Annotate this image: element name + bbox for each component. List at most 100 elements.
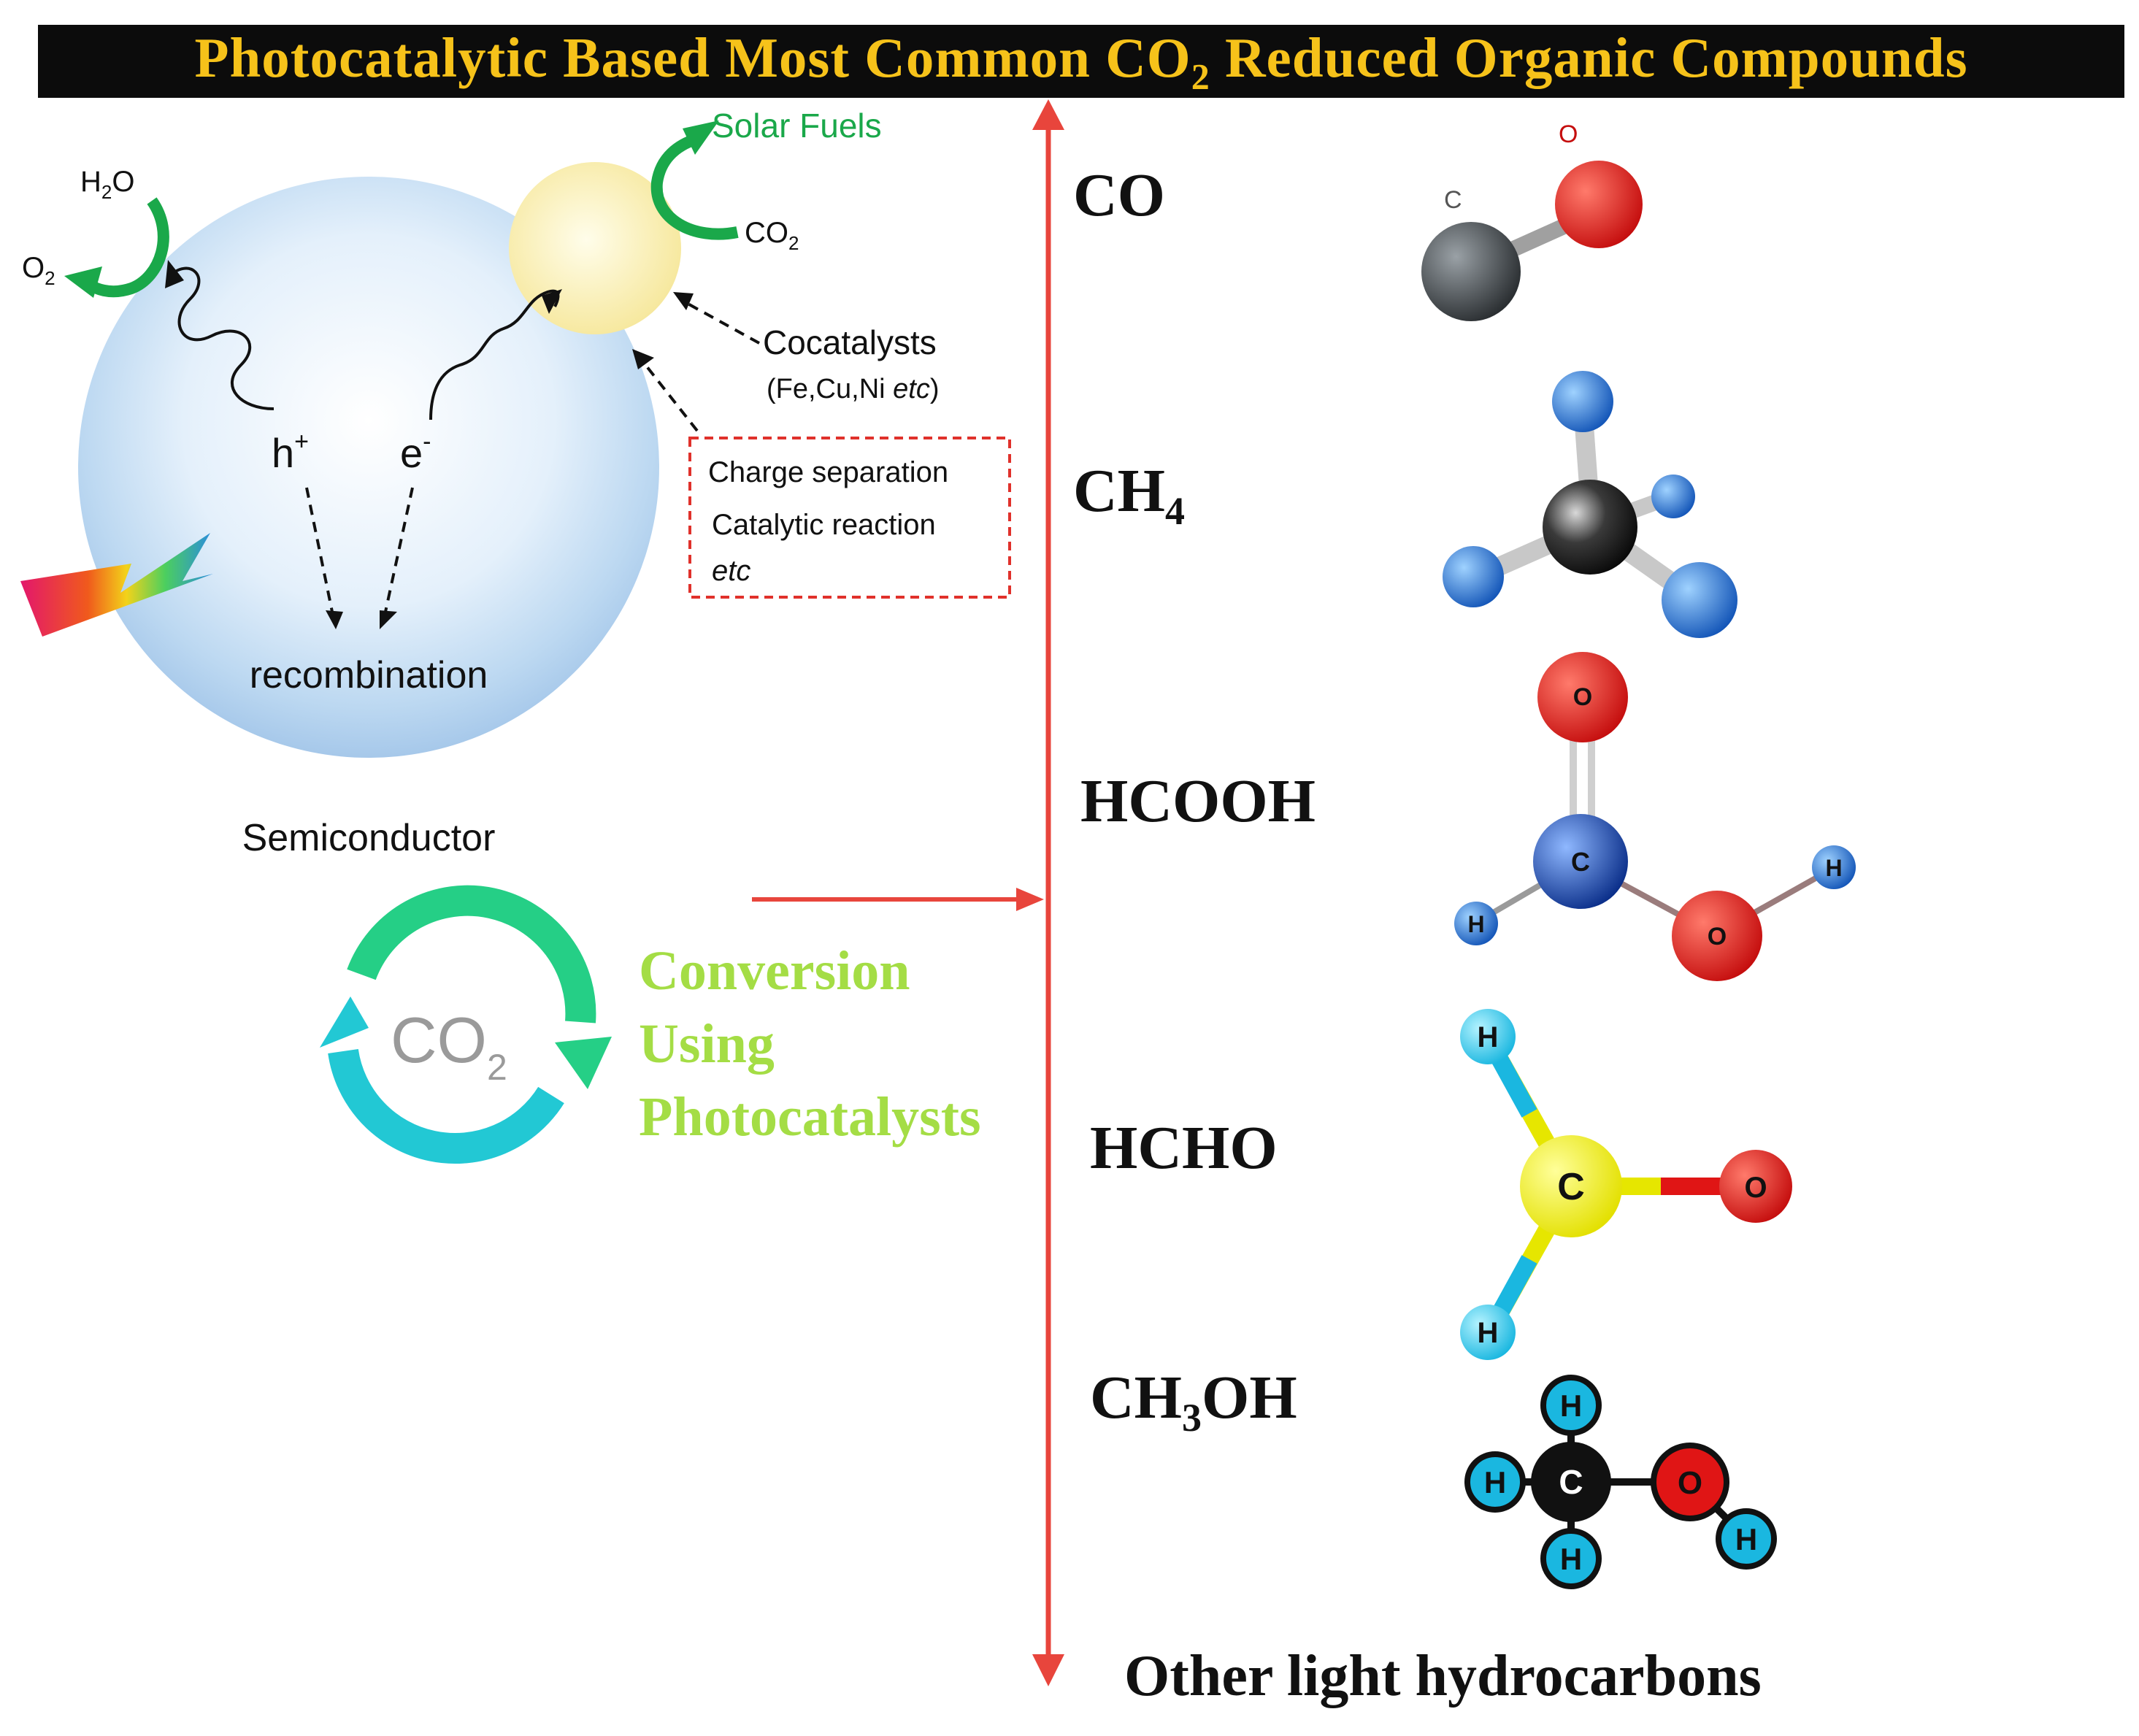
cocatalysts-label: Cocatalysts [763, 323, 937, 361]
ch3oh-bottom-hydrogen-atom [1540, 1528, 1602, 1589]
cycle-cyan-arrowhead-icon [320, 996, 369, 1048]
ch3oh-hydroxyl-hydrogen-label: H [1735, 1522, 1757, 1556]
hcho-bottom-hydrogen-label: H [1478, 1317, 1499, 1349]
product-hcho: HCHO [1090, 1114, 1278, 1182]
electron-recombination-arrowhead-icon [380, 610, 397, 629]
oxidation-arrow-icon [82, 197, 169, 298]
solar-fuels-label: Solar Fuels [712, 107, 882, 145]
ch3oh-top-hydrogen-label: H [1560, 1389, 1582, 1423]
title-text: Photocatalytic Based Most Common CO2 Red… [194, 26, 1968, 97]
ch3oh-top-hydrogen-atom [1540, 1375, 1602, 1436]
cycle-caption-line-2: Using [639, 1013, 775, 1075]
ch3oh-oxygen-label: O [1678, 1465, 1702, 1501]
cycle-green-arc [347, 885, 596, 1023]
ch4-hydrogen-atom-lower-right [1662, 562, 1737, 638]
ch3oh-left-hydrogen-label: H [1484, 1465, 1506, 1499]
co2-cycle: CO2 Conversion Using Photocatalysts [320, 885, 981, 1164]
box-pointer-line [640, 358, 699, 432]
molecule-ch4 [1443, 371, 1737, 638]
ch4-hydrogen-atom-top [1552, 371, 1613, 432]
ch3oh-carbon-label: C [1559, 1463, 1583, 1501]
electron-label: e- [400, 428, 431, 476]
product-ch3oh: CH3OH [1090, 1364, 1297, 1440]
co2-input-label: CO2 [745, 217, 799, 254]
hole-recombination-arrow [305, 487, 334, 612]
h2o-label: H2O [80, 166, 134, 203]
hole-wavy-path [166, 266, 274, 410]
light-bolt-icon [20, 533, 213, 637]
ch3oh-bottom-hydrogen-label: H [1560, 1542, 1582, 1576]
hcooh-hydroxyl-oxygen-label: O [1708, 923, 1727, 950]
hcho-carbon-label: C [1557, 1166, 1585, 1208]
hole-path-arrowhead-icon [165, 260, 184, 288]
hcooh-carbon-label: C [1571, 847, 1590, 877]
hcooh-left-hydrogen-atom [1454, 902, 1498, 945]
hcooh-top-oxygen-label: O [1573, 683, 1592, 711]
o2-label: O2 [22, 252, 55, 289]
co-oxygen-atom [1555, 161, 1643, 248]
product-labels: CO CH4 HCOOH HCHO CH3OH Other light hydr… [1073, 161, 1762, 1708]
oxidation-arrowhead-icon [64, 266, 102, 298]
axis [752, 99, 1064, 1686]
cycle-green-arrowhead-icon [555, 1037, 612, 1089]
ch3oh-hydroxyl-hydrogen-atom [1716, 1508, 1777, 1570]
molecule-ch3oh: H H C O H H [1464, 1375, 1777, 1589]
hcooh-right-hydrogen-label: H [1825, 855, 1842, 881]
hole-label: h+ [272, 428, 309, 476]
axis-top-arrowhead-icon [1032, 99, 1064, 130]
semiconductor-label: Semiconductor [242, 817, 496, 859]
hcooh-top-oxygen-atom [1537, 652, 1628, 742]
recombination-label: recombination [250, 654, 488, 696]
function-box-line-3: etc [712, 555, 750, 587]
title-banner: Photocatalytic Based Most Common CO2 Red… [38, 25, 2124, 98]
function-box [688, 437, 1011, 599]
electron-path-arrowhead-icon [542, 289, 562, 314]
semiconductor-schematic: H2O O2 Solar Fuels CO2 h+ e- [20, 107, 1011, 859]
function-box-line-2: Catalytic reaction [712, 509, 936, 541]
hole-recombination-arrowhead-icon [326, 610, 343, 629]
axis-bottom-arrowhead-icon [1032, 1654, 1064, 1686]
hcooh-carbon-atom [1533, 814, 1628, 909]
cocatalyst-pointer-line [682, 299, 760, 345]
hcho-oxygen-atom [1719, 1150, 1792, 1223]
hcho-bottom-hydrogen-atom [1460, 1305, 1516, 1360]
ch3oh-oxygen-atom [1651, 1443, 1729, 1521]
product-co: CO [1073, 161, 1165, 229]
molecule-co: C O [1421, 120, 1643, 321]
ch4-hydrogen-atom-left [1443, 546, 1504, 607]
function-box-line-1: Charge separation [708, 456, 948, 488]
cycle-caption-line-3: Photocatalysts [639, 1086, 981, 1148]
cocatalysts-examples: (Fe,Cu,Ni etc) [767, 374, 940, 404]
ch3oh-carbon-atom [1531, 1442, 1611, 1522]
molecule-hcho: H C O H [1460, 1009, 1792, 1360]
box-pointer-arrowhead-icon [632, 349, 654, 369]
hcho-top-hydrogen-label: H [1478, 1021, 1499, 1053]
co-carbon-label: C [1444, 186, 1462, 214]
cycle-cyan-arc [328, 1048, 564, 1164]
title-subscript: 2 [1191, 55, 1210, 97]
hcooh-right-hydrogen-atom [1812, 845, 1856, 889]
co-carbon-atom [1421, 222, 1521, 321]
hcooh-hydroxyl-oxygen-atom [1672, 891, 1762, 981]
electron-recombination-arrow [384, 487, 414, 612]
hcho-top-hydrogen-atom [1460, 1009, 1516, 1064]
product-hcooh: HCOOH [1080, 767, 1316, 835]
hcho-carbon-atom [1520, 1135, 1622, 1237]
reduction-arrowhead-icon [683, 120, 719, 155]
molecule-hcooh: O C H O H [1454, 652, 1856, 981]
cycle-co2-label: CO2 [391, 1004, 507, 1088]
ch3oh-left-hydrogen-atom [1464, 1451, 1526, 1513]
ch4-hydrogen-atom-right [1651, 475, 1695, 518]
other-hydrocarbons-label: Other light hydrocarbons [1124, 1644, 1762, 1708]
hcooh-left-hydrogen-label: H [1467, 911, 1484, 937]
cocatalyst-pointer-arrowhead-icon [673, 292, 694, 310]
horizontal-pointer-arrowhead-icon [1016, 888, 1044, 911]
co-oxygen-label: O [1559, 120, 1578, 148]
ch4-carbon-atom [1543, 480, 1637, 575]
product-ch4: CH4 [1073, 457, 1185, 533]
electron-wavy-path [429, 289, 560, 420]
cycle-caption-line-1: Conversion [639, 940, 910, 1002]
reduction-arrow-icon [650, 133, 739, 240]
